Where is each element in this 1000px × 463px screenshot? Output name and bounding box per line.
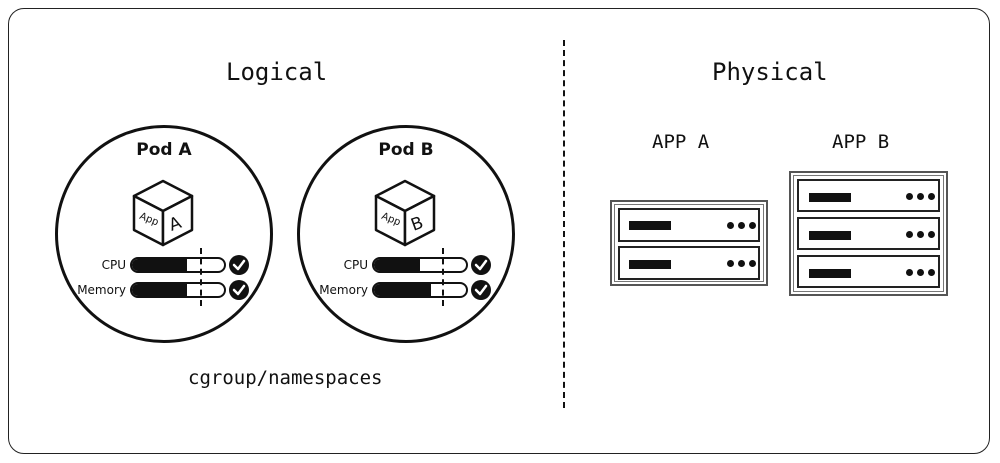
pod-a-memory-bar [130, 282, 226, 298]
pod-b-memory-label: Memory [319, 283, 368, 297]
cpu-fill [132, 259, 188, 271]
pod-b-limit-line [442, 248, 444, 306]
pod-b-cpu-bar [372, 257, 468, 273]
pod-a-circle [55, 125, 273, 343]
server-b-rack [789, 171, 948, 296]
server-a-label: APP A [652, 131, 710, 153]
check-icon [471, 255, 491, 275]
section-divider [563, 40, 565, 408]
diagram-frame [8, 8, 990, 454]
server-unit [618, 208, 760, 242]
pod-a-title: Pod A [136, 140, 192, 160]
app-cube-icon: App A [132, 179, 194, 247]
pod-b-memory-bar [372, 282, 468, 298]
memory-fill [132, 284, 188, 296]
pod-a-cpu-label: CPU [101, 258, 126, 272]
logical-heading: Logical [226, 58, 328, 86]
physical-heading: Physical [712, 58, 828, 86]
server-unit [797, 179, 940, 212]
check-icon [229, 280, 249, 300]
pod-a-cpu-bar [130, 257, 226, 273]
app-cube-icon: App B [374, 179, 436, 247]
cgroup-namespaces-label: cgroup/namespaces [188, 367, 383, 389]
pod-b-cpu-label: CPU [343, 258, 368, 272]
memory-fill [374, 284, 432, 296]
pod-a-memory-label: Memory [77, 283, 126, 297]
check-icon [471, 280, 491, 300]
check-icon [229, 255, 249, 275]
server-unit [618, 246, 760, 280]
cpu-fill [374, 259, 420, 271]
pod-b-title: Pod B [378, 140, 434, 160]
server-b-label: APP B [832, 131, 890, 153]
pod-a-limit-line [200, 248, 202, 306]
server-unit [797, 217, 940, 250]
server-a-rack [610, 200, 768, 286]
server-unit [797, 255, 940, 288]
